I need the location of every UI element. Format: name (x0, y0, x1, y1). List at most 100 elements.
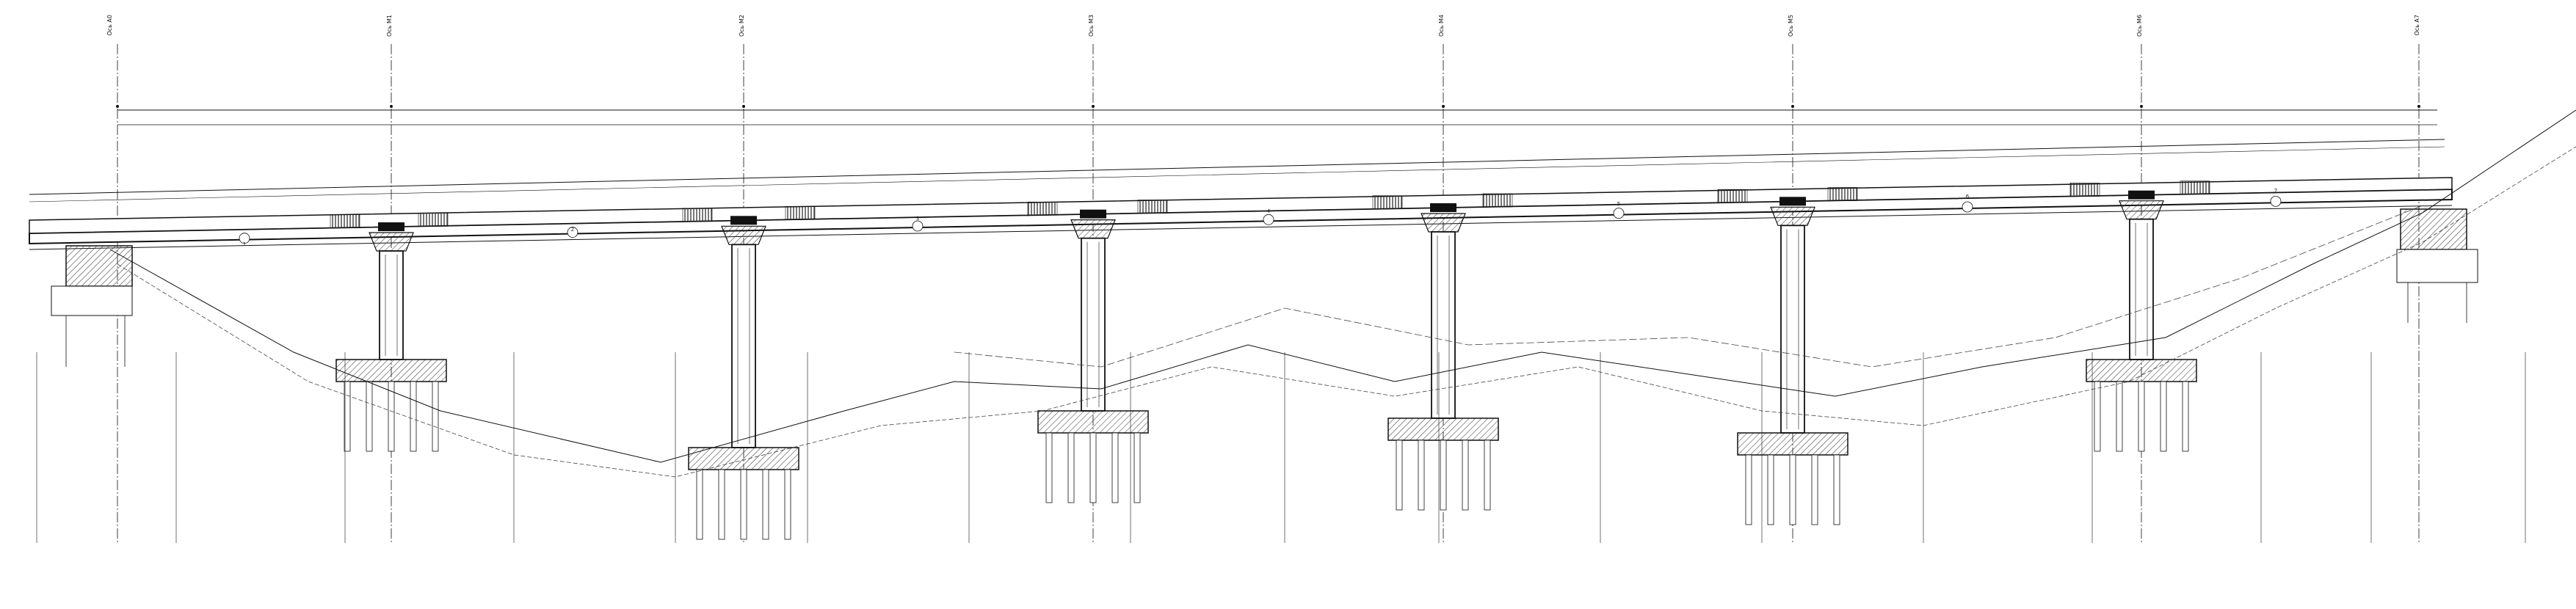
axis-node-1 (390, 105, 393, 108)
axis-node-4 (1442, 105, 1445, 108)
pier-cap (1770, 206, 1815, 226)
bearing-0 (378, 222, 404, 232)
axis-node-5 (1791, 105, 1794, 108)
axis-node-0 (116, 105, 119, 108)
pile (344, 381, 351, 452)
pier-cap (721, 225, 766, 245)
pile (1440, 440, 1447, 511)
pile (1133, 432, 1141, 503)
pier-footing (1737, 432, 1848, 456)
abutment-a7 (2396, 208, 2478, 323)
axis-label-m5: Ось М5 (1788, 15, 1794, 37)
pile (1745, 454, 1752, 525)
pile (1811, 454, 1818, 525)
pier-footing (2086, 359, 2197, 382)
axis-labels: Ось А0 Ось М1 Ось М2 Ось М3 Ось М4 Ось М… (106, 15, 2420, 37)
span-marker-4: 4 (1267, 208, 1271, 214)
axis-label-m2: Ось М2 (739, 15, 745, 37)
deck-diaphragm-2 (682, 208, 713, 222)
abutment-a0 (51, 245, 133, 367)
bearing-2 (1080, 209, 1106, 219)
pile (388, 381, 395, 452)
axis-label-a7: Ось А7 (2414, 15, 2420, 36)
span-marker-circle-2 (912, 220, 924, 232)
axis-node-2 (742, 105, 745, 108)
pile (2116, 381, 2123, 452)
pier-column (379, 250, 404, 360)
pile (1789, 454, 1796, 525)
pile (2094, 381, 2101, 452)
axis-node-7 (2417, 105, 2420, 108)
span-marker-2: 2 (571, 227, 574, 233)
deck-diaphragm-3 (785, 205, 816, 220)
span-marker-circle-3 (1263, 214, 1274, 225)
deck-diaphragm-11 (2180, 180, 2210, 195)
pile (366, 381, 373, 452)
pile (784, 469, 791, 540)
pile (1833, 454, 1840, 525)
deck-diaphragm-5 (1137, 200, 1168, 214)
pier-3 (1037, 219, 1149, 503)
piers (335, 200, 2197, 540)
bearing-5 (2128, 190, 2155, 200)
pile (696, 469, 703, 540)
pier-footing (1387, 417, 1499, 441)
pile (762, 469, 769, 540)
span-marker-6: 6 (1966, 194, 1970, 200)
pile (1484, 440, 1491, 511)
pier-2 (688, 225, 799, 540)
pile (410, 381, 417, 452)
deck-diaphragm-0 (330, 214, 360, 228)
span-marker-3: 3 (916, 216, 919, 222)
span-marker-circle-1 (567, 227, 578, 238)
pier-footing (335, 359, 447, 382)
deck-diaphragm-6 (1372, 195, 1403, 210)
bearing-4 (1779, 197, 1806, 206)
pier-cap (1070, 219, 1116, 239)
span-marker-1: 1 (243, 241, 246, 247)
pile (740, 469, 747, 540)
pile (1089, 432, 1097, 503)
span-marker-labels: 1 2 3 4 5 6 7 (243, 188, 2277, 247)
bearing-3 (1430, 203, 1456, 212)
deck-diaphragm-9 (1827, 187, 1858, 201)
pier-cap (369, 232, 414, 252)
pile (718, 469, 725, 540)
pile (1111, 432, 1119, 503)
axis-label-m3: Ось М3 (1088, 15, 1095, 37)
ground-profile (109, 109, 2576, 478)
deck-diaphragm-8 (1717, 189, 1748, 203)
pier-column (731, 244, 756, 448)
pier-cap (1421, 213, 1466, 233)
pile (2182, 381, 2189, 452)
span-marker-circle-4 (1613, 208, 1625, 219)
deck-diaphragms (330, 180, 2210, 232)
deck-diaphragm-10 (2069, 183, 2100, 197)
deck-diaphragm-1 (418, 213, 449, 227)
pier-column (1780, 225, 1805, 434)
pile (2160, 381, 2167, 452)
pile (1045, 432, 1053, 503)
dimension-chain (117, 109, 2437, 125)
span-marker-7: 7 (2274, 188, 2277, 194)
pile (1767, 454, 1774, 525)
pier-column (2129, 218, 2154, 360)
pile (432, 381, 439, 452)
pile (1067, 432, 1075, 503)
deck-diaphragm-4 (1027, 201, 1058, 216)
axis-node-3 (1092, 105, 1095, 108)
pier-5 (1737, 206, 1848, 525)
axis-label-m6: Ось М6 (2136, 15, 2143, 37)
pile (1418, 440, 1425, 511)
span-marker-circle-0 (239, 233, 250, 244)
road-profile (29, 139, 2445, 203)
deck-diaphragm-7 (1482, 193, 1513, 208)
pile (1396, 440, 1403, 511)
bearing-1 (730, 216, 757, 225)
pier-column (1081, 237, 1106, 412)
bottom-grid-lines (36, 352, 2526, 543)
pile (1462, 440, 1469, 511)
pier-cap (2119, 200, 2164, 220)
axis-node-6 (2140, 105, 2143, 108)
